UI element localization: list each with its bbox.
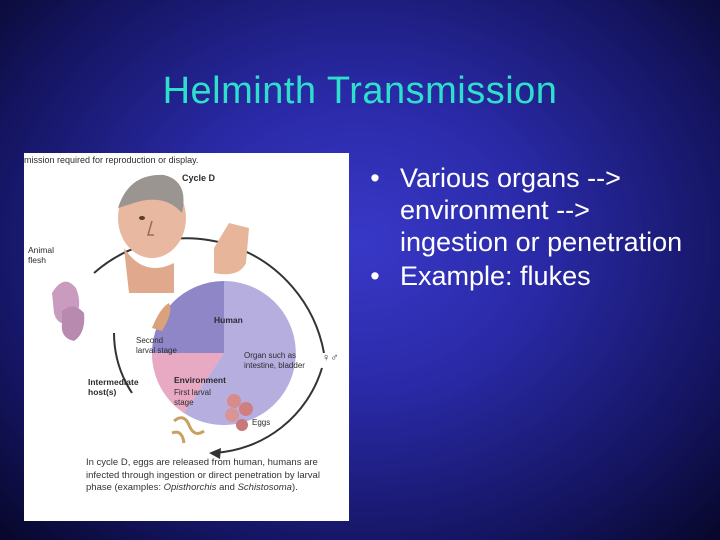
slide-title: Helminth Transmission (0, 70, 720, 113)
bullet-item: • Various organs --> environment --> inge… (365, 162, 705, 258)
cycle-label: Cycle D (182, 173, 216, 183)
figure-header-text: mission required for reproduction or dis… (24, 155, 198, 165)
bullet-dot-icon: • (365, 162, 385, 194)
caption-italic-2: Schistosoma (238, 482, 292, 493)
sex-symbols: ♀♂ (322, 352, 339, 364)
human-head-icon (118, 175, 186, 293)
free-larva-icon-2 (172, 432, 184, 443)
caption-text-2: and (216, 482, 237, 493)
bullet-list: • Various organs --> environment --> inge… (365, 162, 705, 294)
caption-italic-1: Opisthorchis (164, 482, 217, 493)
life-cycle-figure: mission required for reproduction or dis… (24, 153, 349, 521)
caption-text-3: ). (292, 482, 298, 493)
foot-icon (214, 223, 249, 274)
eggs-label: Eggs (252, 418, 270, 427)
bullet-text: Various organs --> environment --> inges… (400, 163, 682, 257)
bullet-text: Example: flukes (400, 261, 591, 291)
human-label: Human (214, 315, 243, 325)
figure-caption: In cycle D, eggs are released from human… (86, 457, 344, 495)
animal-flesh-icon (52, 282, 84, 341)
bullet-item: • Example: flukes (365, 260, 705, 292)
bullet-dot-icon: • (365, 260, 385, 292)
environment-label: Environment (174, 375, 226, 385)
